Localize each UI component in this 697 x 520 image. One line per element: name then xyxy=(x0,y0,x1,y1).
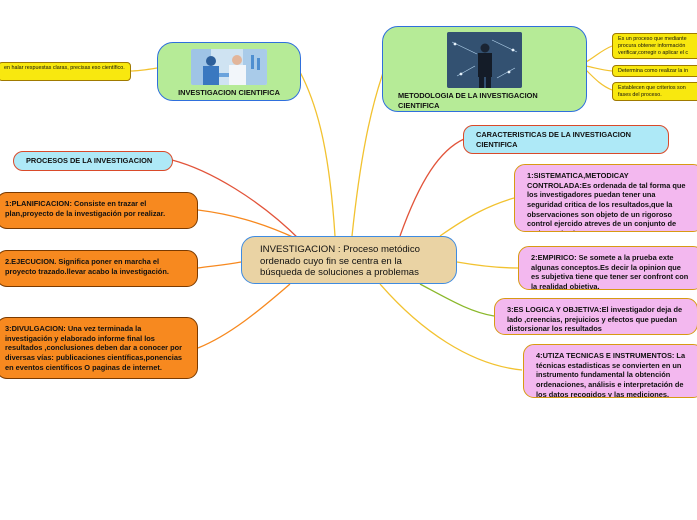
link-center-divulgacion xyxy=(197,283,291,349)
procesos-node[interactable]: PROCESOS DE LA INVESTIGACION xyxy=(13,151,173,171)
central-topic-text: INVESTIGACION : Proceso metódico ordenad… xyxy=(260,244,420,278)
caracteristica-tecnicas-text: 4:UTIZA TECNICAS E INSTRUMENTOS: La técn… xyxy=(536,351,686,398)
investigacion-cientifica-title: INVESTIGACION CIENTIFICA xyxy=(178,88,280,97)
proceso-ejecucion-node[interactable]: 2.EJECUCION. Significa poner en marcha e… xyxy=(0,250,198,287)
caracteristica-tecnicas-node[interactable]: 4:UTIZA TECNICAS E INSTRUMENTOS: La técn… xyxy=(523,344,697,398)
proceso-ejecucion-text: 2.EJECUCION. Significa poner en marcha e… xyxy=(5,257,169,276)
link-center-sistematica xyxy=(439,197,515,237)
central-topic-node[interactable]: INVESTIGACION : Proceso metódico ordenad… xyxy=(241,236,457,284)
metodologia-note-3-text: Establecen que criterios son fases del p… xyxy=(618,85,686,98)
proceso-divulgacion-text: 3:DIVULGACION: Una vez terminada la inve… xyxy=(5,324,183,372)
investigacion-note-text: en halar respuestas claras, precisas eso… xyxy=(4,65,125,71)
caracteristica-empirico-text: 2:EMPIRICO: Se somete a la prueba exte a… xyxy=(531,253,689,290)
metodologia-title: METODOLOGIA DE LA INVESTIGACION CIENTIFI… xyxy=(398,91,538,110)
metodologia-note-3[interactable]: Establecen que criterios son fases del p… xyxy=(612,82,697,101)
investigacion-note[interactable]: en halar respuestas claras, precisas eso… xyxy=(0,62,131,81)
link-center-caracteristicas xyxy=(399,138,465,237)
metodologia-note-1[interactable]: Es un proceso que mediante procura obten… xyxy=(612,33,697,59)
link-investigacion-note xyxy=(129,67,158,72)
caracteristicas-title: CARACTERISTICAS DE LA INVESTIGACION CIEN… xyxy=(476,130,631,149)
link-center-investigacion xyxy=(299,71,336,237)
caracteristica-empirico-node[interactable]: 2:EMPIRICO: Se somete a la prueba exte a… xyxy=(518,246,697,290)
link-center-metodologia xyxy=(351,69,385,237)
lab-scientists-image xyxy=(191,49,267,85)
link-center-procesos xyxy=(171,159,301,241)
procesos-title: PROCESOS DE LA INVESTIGACION xyxy=(26,156,153,165)
link-center-ejecucion xyxy=(197,261,242,269)
caracteristica-sistematica-node[interactable]: 1:SISTEMATICA,METODICAY CONTROLADA:Es or… xyxy=(514,164,697,232)
business-man-network-image xyxy=(447,32,522,88)
link-center-planificacion xyxy=(197,209,296,239)
link-center-empirico xyxy=(456,261,519,269)
caracteristica-logica-node[interactable]: 3:ES LOGICA Y OBJETIVA:El investigador d… xyxy=(494,298,697,335)
metodologia-node[interactable]: METODOLOGIA DE LA INVESTIGACION CIENTIFI… xyxy=(382,26,587,112)
proceso-planificacion-text: 1:PLANIFICACION: Consiste en trazar el p… xyxy=(5,199,166,218)
caracteristicas-node[interactable]: CARACTERISTICAS DE LA INVESTIGACION CIEN… xyxy=(463,125,669,154)
link-metodologia-note1 xyxy=(585,45,613,63)
investigacion-cientifica-node[interactable]: INVESTIGACION CIENTIFICA xyxy=(157,42,301,101)
caracteristica-sistematica-text: 1:SISTEMATICA,METODICAY CONTROLADA:Es or… xyxy=(527,171,686,231)
link-center-tecnicas xyxy=(379,283,523,371)
caracteristica-logica-text: 3:ES LOGICA Y OBJETIVA:El investigador d… xyxy=(507,305,683,334)
proceso-divulgacion-node[interactable]: 3:DIVULGACION: Una vez terminada la inve… xyxy=(0,317,198,379)
metodologia-note-2-text: Determina como realizar la in xyxy=(618,68,689,74)
link-center-logica xyxy=(419,283,495,317)
link-metodologia-note2 xyxy=(585,65,613,72)
proceso-planificacion-node[interactable]: 1:PLANIFICACION: Consiste en trazar el p… xyxy=(0,192,198,229)
metodologia-note-2[interactable]: Determina como realizar la in xyxy=(612,65,697,77)
metodologia-note-1-text: Es un proceso que mediante procura obten… xyxy=(618,36,689,56)
link-metodologia-note3 xyxy=(585,69,613,91)
